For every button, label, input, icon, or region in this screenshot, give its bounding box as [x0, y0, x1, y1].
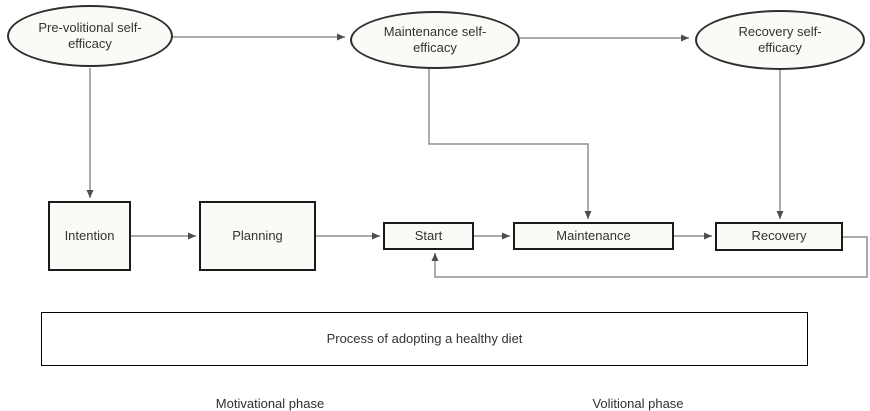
box-label: Start	[414, 227, 443, 243]
box-label: Maintenance	[556, 227, 631, 243]
process-caption-box: Process of adopting a healthy diet	[41, 312, 808, 366]
box-planning: Planning	[199, 201, 316, 271]
box-label: Intention	[64, 227, 115, 243]
process-caption-label: Process of adopting a healthy diet	[326, 330, 523, 346]
arrow-maintenance-efficacy-to-maintenance	[428, 69, 592, 219]
arrow-recovery-feedback-to-start	[431, 236, 868, 278]
ellipse-label: Maintenance self-efficacy	[383, 23, 487, 55]
ellipse-recovery-self-efficacy: Recovery self-efficacy	[695, 10, 865, 70]
volitional-phase-label: Volitional phase	[592, 396, 684, 411]
box-maintenance: Maintenance	[513, 222, 674, 250]
box-label: Recovery	[751, 228, 807, 244]
box-recovery: Recovery	[715, 222, 843, 251]
box-intention: Intention	[48, 201, 131, 271]
box-start: Start	[383, 222, 474, 250]
box-label: Planning	[232, 227, 283, 243]
ellipse-label: Pre-volitional self-efficacy	[38, 19, 142, 51]
motivational-phase-label: Motivational phase	[215, 396, 325, 411]
ellipse-label: Recovery self-efficacy	[738, 23, 822, 55]
ellipse-pre-volitional-self-efficacy: Pre-volitional self-efficacy	[7, 5, 173, 67]
ellipse-maintenance-self-efficacy: Maintenance self-efficacy	[350, 11, 520, 69]
